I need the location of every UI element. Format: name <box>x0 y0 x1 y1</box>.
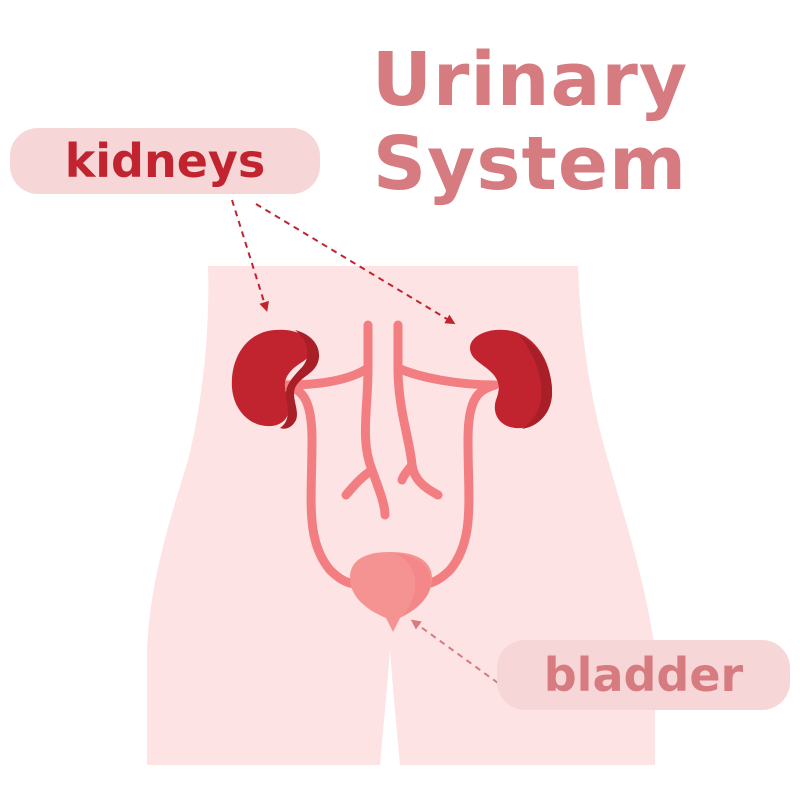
kidneys-label: kidneys <box>10 128 320 194</box>
kidneys-arrow-right <box>255 203 456 325</box>
title-line-1: Urinary <box>371 37 689 123</box>
bladder-icon <box>350 552 432 632</box>
kidney-left-icon <box>231 329 320 429</box>
diagram-title: Urinary System <box>330 38 730 206</box>
kidneys-arrow-left <box>231 199 269 312</box>
kidney-right-icon <box>470 329 553 429</box>
title-line-2: System <box>372 121 688 207</box>
bladder-label: bladder <box>497 640 790 710</box>
urinary-vessels <box>281 320 500 589</box>
